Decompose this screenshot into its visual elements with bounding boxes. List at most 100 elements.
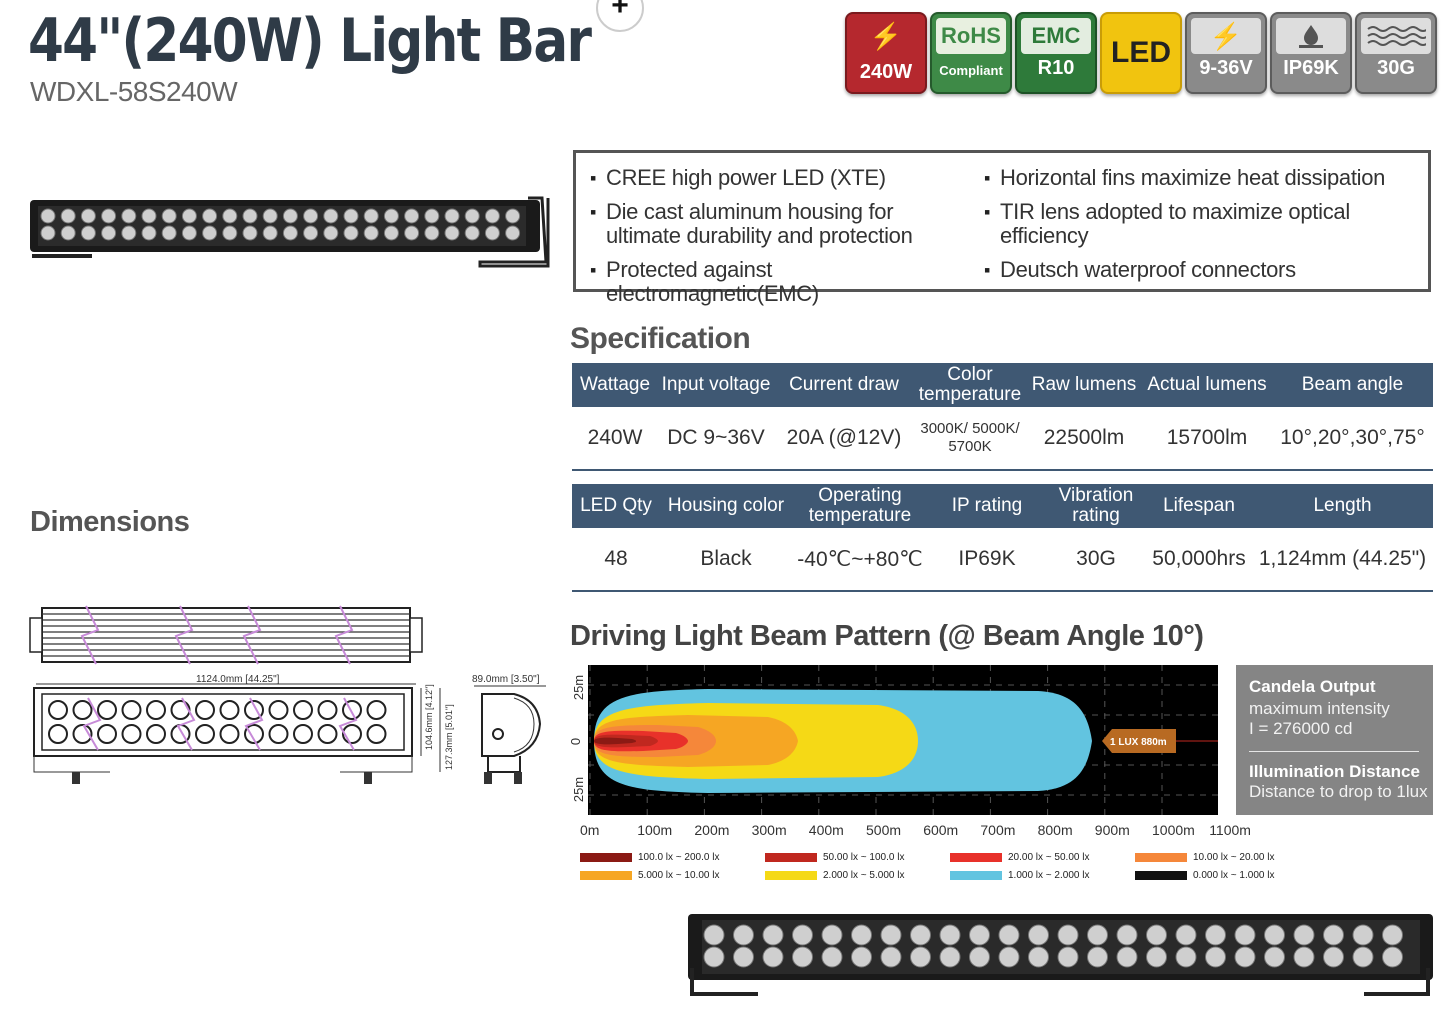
led-lens <box>851 924 872 946</box>
led-lens <box>317 700 338 720</box>
led-lens <box>464 225 480 241</box>
led-lens <box>242 208 258 224</box>
led-lens <box>366 724 387 744</box>
led-lens <box>464 208 480 224</box>
legend-item: 5.000 lx ~ 10.00 lx <box>580 870 719 881</box>
illum-sub: Distance to drop to 1lux <box>1249 782 1428 801</box>
y-label: 0 <box>568 737 584 746</box>
led-lens <box>195 700 215 720</box>
led-lens <box>1323 946 1344 968</box>
feature-item: TIR lens adopted to maximize optical eff… <box>984 200 1432 248</box>
led-lens <box>939 946 961 968</box>
led-lens <box>161 225 177 241</box>
spec-table-2: LED Qty Housing color Operating temperat… <box>572 484 1433 590</box>
led-lens <box>323 208 339 224</box>
led-lens <box>505 208 521 224</box>
feature-item: Die cast aluminum housing for ultimate d… <box>590 200 926 248</box>
led-lens <box>262 225 278 241</box>
led-lens <box>97 700 117 720</box>
product-image <box>30 192 550 277</box>
plus-icon[interactable]: + <box>596 0 644 32</box>
led-lens <box>1205 924 1226 946</box>
y-label: 25m <box>571 674 587 701</box>
led-lens <box>363 225 379 241</box>
led-lens <box>404 225 420 241</box>
led-lens <box>101 225 117 241</box>
led-lens <box>141 208 157 224</box>
led-lens <box>1116 946 1138 968</box>
cell: IP69K <box>958 547 1016 570</box>
col-header: Current draw <box>774 363 914 407</box>
led-lens <box>998 924 1020 946</box>
cell: 20A (@12V) <box>786 426 902 449</box>
led-lens <box>121 700 142 720</box>
legend-item: 100.0 lx ~ 200.0 lx <box>580 852 719 863</box>
led-lens <box>60 208 76 224</box>
legend-swatch <box>1135 852 1187 862</box>
led-lens <box>72 700 93 720</box>
candela-title: Candela Output <box>1249 677 1376 696</box>
led-lens <box>40 225 56 241</box>
led-lens <box>1057 946 1079 968</box>
led-lens <box>342 700 362 720</box>
col-header: Raw lumens <box>1026 363 1142 407</box>
cell: 240W <box>587 426 643 449</box>
led-lens <box>733 924 754 946</box>
led-label: LED <box>1111 36 1171 69</box>
led-lens <box>366 700 387 720</box>
height-label: 104.6mm [4.12"] <box>424 684 434 750</box>
led-lens <box>48 700 68 720</box>
table-row: 48 Black -40℃~+80℃ IP69K 30G 50,000hrs 1… <box>572 528 1433 590</box>
led-lens <box>424 208 440 224</box>
legend-item: 0.000 lx ~ 1.000 lx <box>1135 870 1274 881</box>
y-label: 25m <box>571 776 587 803</box>
led-lens <box>1057 924 1079 946</box>
legend-swatch <box>580 852 632 862</box>
led-lens <box>219 700 240 720</box>
emc-label: EMC <box>1021 18 1091 54</box>
x-tick-label: 800m <box>1037 822 1073 838</box>
led-lens <box>363 208 379 224</box>
led-lens <box>821 924 843 946</box>
col-header: Housing color <box>660 484 792 528</box>
led-lens <box>242 225 258 241</box>
led-lens <box>80 208 96 224</box>
x-tick-label: 900m <box>1094 822 1130 838</box>
led-lens <box>40 208 56 224</box>
lux-marker-label: 1 LUX 880m <box>1110 737 1167 748</box>
candela-sub: maximum intensity <box>1249 699 1390 718</box>
legend-item: 20.00 lx ~ 50.00 lx <box>950 852 1089 863</box>
led-lens <box>121 208 137 224</box>
led-lens <box>161 208 177 224</box>
led-lens <box>910 946 931 968</box>
led-lens <box>762 946 784 968</box>
led-lens <box>1205 946 1226 968</box>
led-lens <box>1028 946 1049 968</box>
led-lens <box>733 946 754 968</box>
led-lens <box>1352 924 1374 946</box>
dimension-drawing: 1124.0mm [44.25"] 104.6mm [4.12"] 127.3m… <box>28 600 558 800</box>
led-lens <box>181 208 197 224</box>
lightning-icon: ⚡ <box>1191 18 1261 54</box>
col-header: Length <box>1252 484 1433 528</box>
badge-label: 30G <box>1377 57 1415 79</box>
led-lens <box>1382 924 1403 946</box>
lightning-icon: ⚡ <box>869 20 903 51</box>
led-lens <box>222 208 238 224</box>
led-lens <box>282 225 298 241</box>
rohs-badge: RoHS Compliant <box>930 12 1012 94</box>
cell: 1,124mm (44.25") <box>1258 547 1427 570</box>
col-header: Color temperature <box>914 363 1026 407</box>
depth-label: 89.0mm [3.50"] <box>472 674 540 685</box>
led-lens <box>703 946 725 968</box>
legend-swatch <box>765 870 817 880</box>
led-lens <box>121 225 137 241</box>
x-tick-label: 700m <box>980 822 1016 838</box>
led-lens <box>181 225 197 241</box>
col-header: Lifespan <box>1146 484 1252 528</box>
table-row: 240W DC 9~36V 20A (@12V) 3000K/ 5000K/ 5… <box>572 407 1433 469</box>
x-tick-label: 0m <box>580 822 600 838</box>
led-lens <box>762 924 784 946</box>
led-lens <box>101 208 117 224</box>
height-label: 127.3mm [5.01"] <box>444 704 454 770</box>
